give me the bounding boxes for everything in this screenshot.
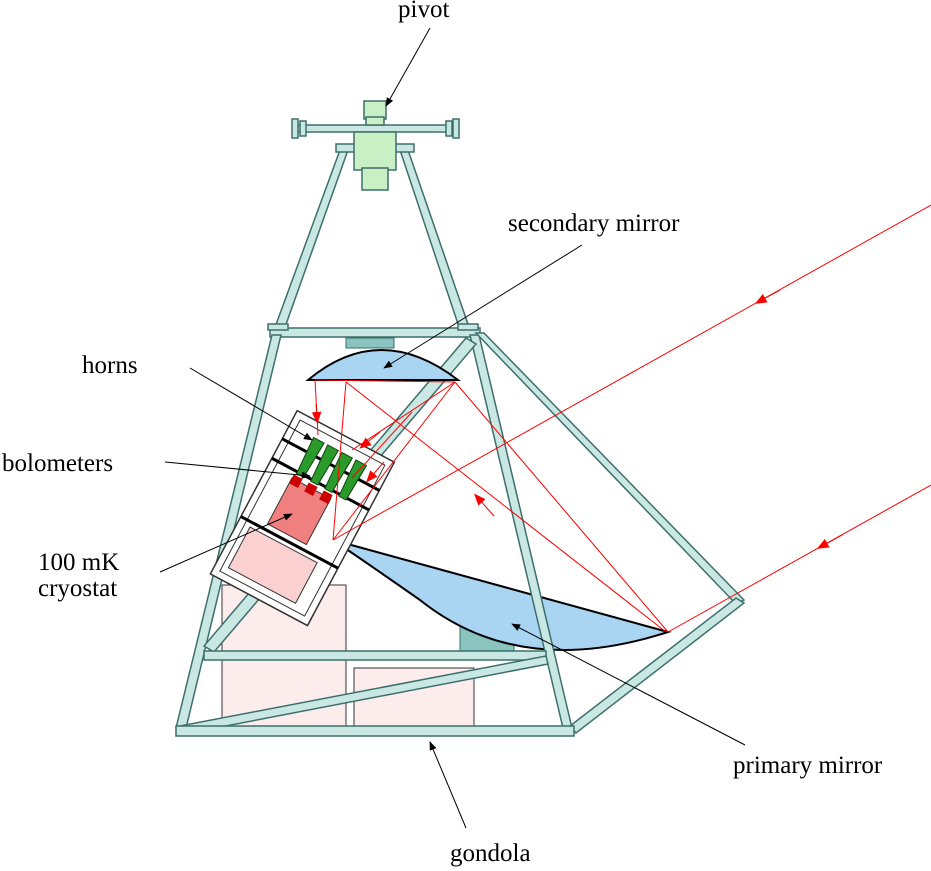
pivot-assembly	[291, 100, 460, 191]
primary-mirror	[332, 539, 672, 651]
light-rays	[314, 204, 931, 633]
horns-label: horns	[82, 352, 138, 379]
gondola-label: gondola	[450, 840, 531, 867]
secondary-mirror-mount	[345, 337, 395, 349]
cryostat-label-line1: 100 mK	[38, 549, 120, 576]
pivot-label: pivot	[398, 0, 450, 23]
callout-lines	[159, 27, 746, 829]
ray-arrows	[311, 289, 843, 549]
bolometers-label: bolometers	[2, 450, 114, 477]
cryostat-label-line2: cryostat	[38, 575, 118, 603]
cryostat-label: 100 mK cryostat	[38, 549, 120, 603]
secondary-mirror-label: secondary mirror	[508, 210, 680, 237]
bolometers	[289, 474, 333, 504]
secondary-mirror	[305, 349, 461, 381]
primary-mirror-label: primary mirror	[733, 752, 883, 779]
